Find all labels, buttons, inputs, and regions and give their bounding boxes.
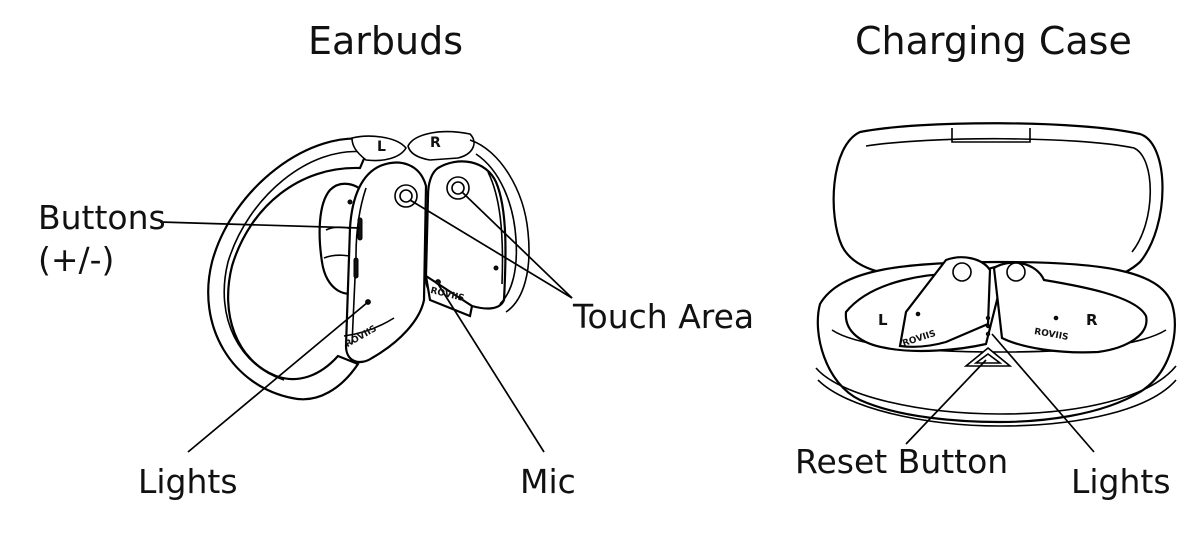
- case-base-band-top: [815, 365, 1177, 415]
- left-ear-hook: [207, 137, 374, 401]
- charging-case-illustration: [815, 122, 1177, 427]
- touch-area-label: Touch Area: [573, 297, 755, 336]
- right-touch-area-icon-inner: [451, 181, 465, 195]
- earbuds-leader-lines: [159, 191, 573, 453]
- case-lights-leader-line: [991, 333, 1095, 453]
- left-earbud-l-mark: L: [377, 139, 386, 155]
- earbud-mic-hole: [435, 279, 441, 285]
- case-base-band-bottom: [817, 379, 1177, 427]
- right-hook-cap: [407, 130, 475, 161]
- case-right-earbud: [992, 261, 1148, 354]
- case-lid: [832, 122, 1164, 280]
- case-reset-button-inner: [973, 353, 1003, 364]
- case-light-3: [985, 331, 991, 337]
- case-hinge: [951, 128, 1031, 143]
- reset-button-label: Reset Button: [795, 442, 1009, 481]
- mic-leader-line: [437, 283, 545, 453]
- touch-area-leader-line-left: [409, 199, 573, 299]
- lights-leader-line: [187, 301, 369, 453]
- case-right-touch-icon: [1006, 262, 1026, 282]
- right-ear-hook-inner: [475, 153, 518, 305]
- case-light-2: [985, 323, 991, 329]
- case-leader-lines: [905, 333, 1095, 453]
- case-lights-label: Lights: [1071, 462, 1171, 501]
- case-left-touch-icon: [952, 262, 972, 282]
- right-earbud-body: [424, 160, 507, 310]
- left-earbud-seam: [343, 317, 395, 337]
- case-left-l-mark: L: [878, 311, 888, 329]
- buttons-label: Buttons: [38, 198, 166, 237]
- right-ear-hook: [469, 139, 530, 313]
- right-earbud-r-mark: R: [430, 135, 441, 151]
- case-left-earbud-dot: [915, 311, 921, 317]
- buttons-leader-line: [159, 221, 361, 229]
- left-earbud-body: [344, 161, 428, 364]
- right-earbud-sensor-dot: [493, 265, 499, 271]
- case-right-r-mark: R: [1086, 311, 1098, 329]
- mic-label: Mic: [520, 462, 576, 501]
- case-lid-inner-rim: [865, 137, 1152, 253]
- right-earbud-base: [424, 273, 474, 318]
- left-hook-cap: [351, 135, 407, 162]
- touch-area-leader-line-right: [461, 191, 573, 299]
- earbuds-lights-label: Lights: [138, 462, 238, 501]
- right-earbud-edge: [487, 171, 504, 285]
- earbud-volume-down-button: [353, 257, 359, 279]
- earbuds-title: Earbuds: [308, 19, 464, 63]
- earbuds-illustration: [207, 130, 530, 401]
- case-light-1: [985, 315, 991, 321]
- left-ear-hook-inner-edge: [223, 150, 365, 381]
- left-touch-area-icon-inner: [399, 189, 413, 203]
- reset-button-leader-line: [905, 359, 987, 445]
- case-right-earbud-dot: [1053, 315, 1059, 321]
- buttons-label-subtitle: (+/-): [38, 240, 115, 279]
- left-touch-area-icon: [394, 184, 418, 208]
- earbud-volume-up-button: [357, 217, 363, 241]
- left-earbud-sensor-dot: [347, 199, 353, 205]
- charging-case-title: Charging Case: [855, 19, 1132, 63]
